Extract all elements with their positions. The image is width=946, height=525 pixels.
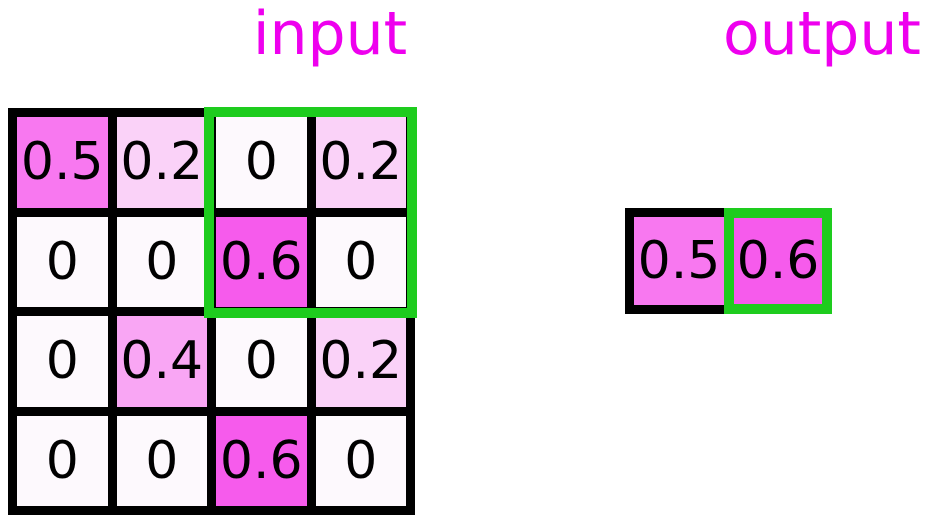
input-cell-r3c2: 0.4	[116, 316, 207, 407]
input-cell-r1c4: 0.2	[315, 117, 406, 208]
output-cell-2-highlighted: 0.6	[724, 208, 832, 314]
output-grid: 0.5 0.6	[625, 208, 832, 314]
input-cell-r1c1: 0.5	[17, 117, 108, 208]
input-cell-r3c4: 0.2	[315, 316, 406, 407]
input-cell-r2c4: 0	[315, 216, 406, 307]
input-cell-r2c3: 0.6	[216, 216, 307, 307]
input-cell-r2c2: 0	[116, 216, 207, 307]
input-cell-r3c1: 0	[17, 316, 108, 407]
input-cell-r4c4: 0	[315, 415, 406, 506]
input-grid: 0.5 0.2 0 0.2 0 0 0.6 0 0 0.4 0 0.2 0 0 …	[8, 108, 415, 515]
input-cell-r4c2: 0	[116, 415, 207, 506]
input-title: input	[252, 0, 408, 69]
input-cell-r4c3: 0.6	[216, 415, 307, 506]
input-cell-r3c3: 0	[216, 316, 307, 407]
output-title: output	[723, 0, 921, 69]
input-cell-r1c3: 0	[216, 117, 307, 208]
input-cell-r2c1: 0	[17, 216, 108, 307]
output-cell-1: 0.5	[625, 208, 733, 314]
input-cell-r4c1: 0	[17, 415, 108, 506]
input-cell-r1c2: 0.2	[116, 117, 207, 208]
